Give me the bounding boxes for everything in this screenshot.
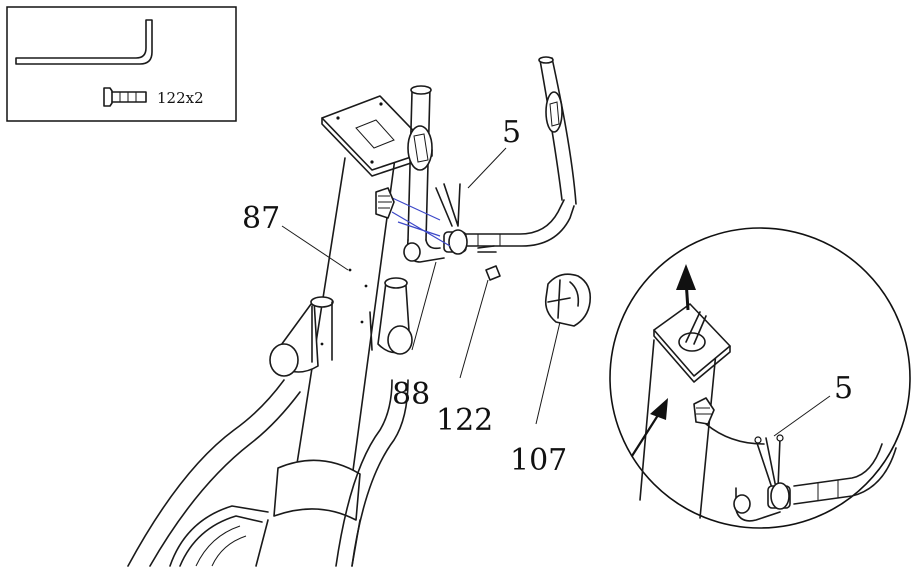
leader-88 [411,261,437,351]
callout-87: 87 [242,201,280,236]
main-frame-87 [127,95,433,567]
leader-107 [535,321,561,425]
wire-connector [375,187,395,219]
bolt-122 [477,245,501,281]
leader-lines [281,147,831,437]
leader-122 [459,279,489,379]
callout-detail-5: 5 [834,371,853,406]
leader-detail-5 [773,395,831,437]
bolt-122-icon [103,87,147,107]
callout-5: 5 [502,115,521,150]
hardware-inset: 122x2 [6,6,237,122]
arrow-up-icon [676,264,696,311]
allen-key-icon [15,19,153,65]
callout-122: 122 [436,403,493,438]
cover-107 [544,273,592,327]
detail-view [609,227,911,529]
arrow-diagonal-icon [631,398,668,457]
inset-hardware-label: 122x2 [157,89,204,107]
callout-88: 88 [392,377,430,412]
leader-5 [467,147,507,189]
handlebar-88 [387,56,577,263]
callout-107: 107 [510,443,567,478]
detail-circle [609,227,911,529]
leader-87 [281,225,349,271]
